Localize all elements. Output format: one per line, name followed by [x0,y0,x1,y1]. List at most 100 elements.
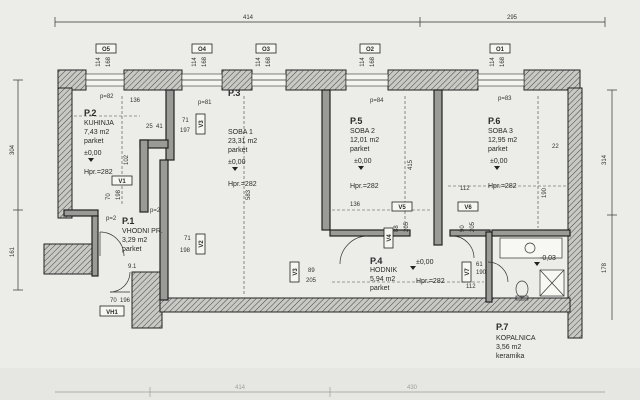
inner-dashed-dimensions [74,96,566,296]
svg-text:190: 190 [476,270,487,276]
dim-top-1: 414 [243,15,254,21]
svg-text:168: 168 [370,56,376,67]
svg-text:112: 112 [460,186,470,192]
svg-text:parket: parket [122,246,142,253]
svg-text:±0,00: ±0,00 [416,259,434,266]
svg-text:88: 88 [394,225,400,232]
door-tag-v4: V4 89 205 [306,227,394,284]
svg-text:parket: parket [370,285,390,292]
left-dimension-line: 304 161 [10,79,23,291]
svg-text:25: 25 [146,124,153,130]
svg-text:12,95 m2: 12,95 m2 [488,137,517,144]
svg-text:198: 198 [180,248,191,254]
svg-text:112: 112 [466,284,476,290]
window-tag-o5: O5 114 168 [95,43,117,67]
room-p7-label: P.7 KOPALNICA 3,56 m2 keramika -0,03 [496,255,556,360]
bathtub [499,237,563,259]
room-p4-label: P.4 HODNIK 5,94 m2 parket ±0,00 Hpr.=282 [370,256,445,292]
svg-text:102: 102 [124,154,130,165]
svg-text:3,29 m2: 3,29 m2 [122,237,147,244]
svg-text:70: 70 [106,193,112,200]
svg-text:keramika: keramika [496,353,525,360]
svg-text:O4: O4 [198,47,207,53]
svg-text:p=82: p=82 [100,94,114,100]
svg-text:114: 114 [192,57,198,67]
svg-text:SOBA 1: SOBA 1 [228,129,253,136]
door-tag-v5: V5 88 205 [391,201,413,232]
dim-top-2: 295 [507,15,518,21]
svg-text:168: 168 [106,56,112,67]
svg-text:90: 90 [460,225,466,232]
svg-text:583: 583 [246,189,252,200]
svg-text:parket: parket [84,138,104,145]
svg-text:114: 114 [360,57,366,67]
svg-text:P.4: P.4 [370,256,382,266]
door-tag-v3-lower: V3 [289,261,300,283]
svg-text:SOBA 3: SOBA 3 [488,128,513,135]
svg-text:136: 136 [350,202,361,208]
svg-text:p=2: p=2 [106,216,117,222]
svg-text:±0,00: ±0,00 [84,150,102,157]
bathroom-fixtures [499,237,565,301]
svg-text:197: 197 [180,128,191,134]
svg-text:SOBA 2: SOBA 2 [350,128,375,135]
svg-text:±0,00: ±0,00 [490,158,508,165]
svg-text:71: 71 [184,236,191,242]
svg-text:Hpr.=282: Hpr.=282 [416,278,445,285]
door-tag-vh1: VH1 70 196 [99,298,131,317]
svg-text:Hpr.=282: Hpr.=282 [84,169,113,176]
svg-text:9.1: 9.1 [128,264,137,270]
svg-text:114: 114 [256,57,262,67]
svg-text:V3: V3 [199,120,205,128]
svg-text:22: 22 [552,144,559,150]
window-tag-o1: O1 114 168 [489,43,511,67]
dim-left-2: 161 [10,246,16,257]
svg-text:-0,03: -0,03 [540,255,556,262]
room-p3-label: P.3 SOBA 1 23,31 m2 parket ±0,00 Hpr.=28… [198,88,257,188]
door-tag-v3: V3 71 197 [180,113,206,135]
svg-text:±0,00: ±0,00 [354,158,372,165]
svg-text:415: 415 [408,159,414,170]
window-tag-o3: O3 114 168 [255,43,277,67]
svg-text:HODNIK: HODNIK [370,267,398,274]
svg-text:114: 114 [96,57,102,67]
svg-text:205: 205 [470,221,476,232]
svg-text:V1: V1 [118,179,126,185]
svg-text:V5: V5 [398,205,406,211]
svg-text:61: 61 [476,262,483,268]
exterior-walls [43,69,583,339]
level-marker-icon [410,266,416,270]
svg-text:O1: O1 [496,47,505,53]
svg-text:O3: O3 [262,47,271,53]
dim-right-1: 314 [602,154,608,165]
svg-text:±0,00: ±0,00 [228,159,246,166]
door-swings [99,231,509,293]
level-marker-icon [494,166,500,170]
dim-left-1: 304 [10,144,16,155]
svg-text:VH1: VH1 [106,310,118,316]
svg-text:VHODNI PR.: VHODNI PR. [122,228,163,235]
svg-text:parket: parket [350,146,370,153]
toilet-icon [515,280,529,298]
photo-shadow [0,368,640,400]
svg-text:168: 168 [266,56,272,67]
door-tag-v6: V6 90 205 [457,201,479,232]
svg-text:7,43 m2: 7,43 m2 [84,129,109,136]
svg-text:KUHINJA: KUHINJA [84,120,114,127]
svg-text:P.2: P.2 [84,108,96,118]
svg-text:Hpr.=282: Hpr.=282 [488,183,517,190]
svg-text:205: 205 [404,221,410,232]
svg-text:V4: V4 [387,234,393,242]
svg-text:89: 89 [308,268,315,274]
window-tag-o2: O2 114 168 [359,43,381,67]
level-markers [88,158,540,270]
svg-text:O5: O5 [102,47,111,53]
svg-text:p=2: p=2 [150,208,161,214]
svg-text:parket: parket [228,147,248,154]
room-p6-label: P.6 SOBA 3 12,95 m2 parket ±0,00 Hpr.=28… [488,96,517,190]
svg-text:P.6: P.6 [488,116,500,126]
svg-text:O2: O2 [366,47,375,53]
svg-text:Hpr.=282: Hpr.=282 [350,183,379,190]
right-dimension-line: 314 178 [602,89,617,320]
